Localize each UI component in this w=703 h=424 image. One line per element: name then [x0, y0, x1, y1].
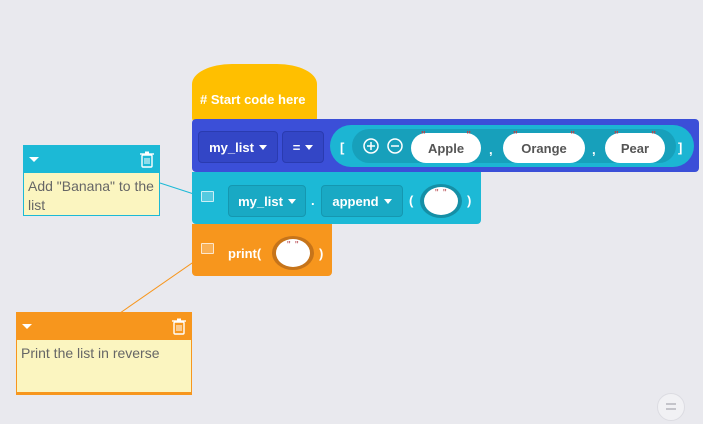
- append-arg-input[interactable]: " ": [424, 187, 458, 215]
- note-header[interactable]: [23, 145, 160, 173]
- start-hat-label: # Start code here: [200, 92, 306, 107]
- quote-close: ": [466, 130, 471, 141]
- variable-name: my_list: [238, 193, 283, 209]
- method-dropdown[interactable]: append: [321, 185, 403, 217]
- separator: ,: [489, 142, 493, 157]
- variable-name: my_list: [209, 139, 254, 155]
- menu-icon-line: [666, 408, 676, 410]
- note-text[interactable]: Add "Banana" to the list: [23, 173, 160, 216]
- quote-open: ": [421, 130, 426, 141]
- string-value: Orange: [521, 140, 567, 156]
- collapse-icon[interactable]: [29, 156, 39, 162]
- start-hat-block[interactable]: [192, 64, 317, 122]
- string-value: Pear: [620, 140, 650, 156]
- quote-close: ": [570, 130, 575, 141]
- variable-dropdown[interactable]: my_list: [198, 131, 278, 163]
- method-name: append: [332, 193, 379, 209]
- operator: =: [292, 139, 301, 155]
- variable-dropdown[interactable]: my_list: [228, 185, 306, 217]
- note-text[interactable]: Print the list in reverse: [16, 340, 192, 395]
- quote-close: ": [295, 240, 299, 251]
- note-header[interactable]: [16, 312, 192, 340]
- operator-dropdown[interactable]: =: [282, 131, 324, 163]
- trash-icon[interactable]: [140, 151, 154, 168]
- trash-icon[interactable]: [172, 318, 186, 335]
- print-arg-input[interactable]: " ": [276, 239, 310, 267]
- dot: .: [311, 193, 315, 208]
- list-item-string[interactable]: " Apple ": [411, 130, 481, 163]
- quote-open: ": [513, 130, 518, 141]
- comment-note-print[interactable]: Print the list in reverse: [16, 312, 192, 395]
- chevron-down-icon: [287, 198, 296, 204]
- quote-open: ": [614, 130, 619, 141]
- collapse-icon[interactable]: [22, 323, 32, 329]
- comment-icon[interactable]: [201, 243, 214, 254]
- close-paren: ): [319, 246, 324, 261]
- list-item-string[interactable]: " Orange ": [503, 130, 585, 163]
- add-item-icon[interactable]: [363, 138, 379, 154]
- print-label: print(: [228, 246, 262, 261]
- close-bracket: ]: [678, 140, 683, 155]
- chevron-down-icon: [258, 144, 267, 150]
- open-bracket: [: [340, 140, 345, 155]
- string-value: Apple: [427, 140, 465, 156]
- close-paren: ): [467, 193, 472, 208]
- quote-open: ": [435, 188, 439, 199]
- open-paren: (: [409, 193, 414, 208]
- chevron-down-icon: [305, 144, 314, 150]
- menu-icon-line: [666, 403, 676, 405]
- quote-close: ": [651, 130, 656, 141]
- comment-note-append[interactable]: Add "Banana" to the list: [23, 145, 160, 216]
- quote-open: ": [287, 240, 291, 251]
- quote-close: ": [443, 188, 447, 199]
- separator: ,: [592, 142, 596, 157]
- comment-icon[interactable]: [201, 191, 214, 202]
- canvas-menu-button[interactable]: [657, 393, 685, 421]
- chevron-down-icon: [383, 198, 392, 204]
- list-item-string[interactable]: " Pear ": [605, 130, 665, 163]
- remove-item-icon[interactable]: [387, 138, 403, 154]
